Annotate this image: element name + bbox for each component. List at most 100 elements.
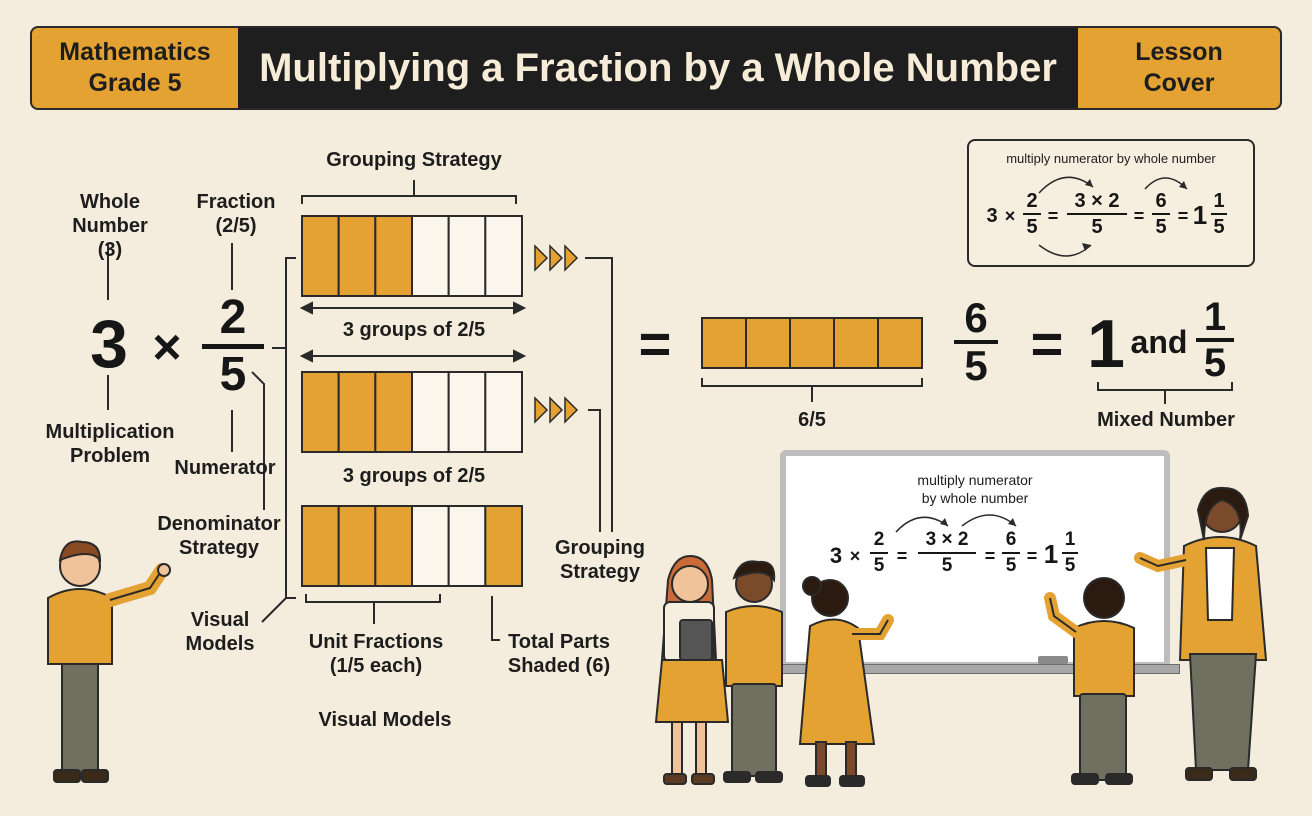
numerator-label: Numerator: [174, 457, 276, 479]
formula-times: ×: [1004, 206, 1016, 226]
whole-number-label-line-1: Whole: [80, 191, 140, 213]
mixed-fraction: 1 5: [1192, 296, 1238, 384]
result-cell-5: [877, 317, 923, 369]
whiteboard-caption: multiply numerator by whole number: [786, 472, 1164, 507]
lesson-cover-label: Lesson Cover: [1078, 28, 1280, 108]
formula-f2-den: 5: [1091, 216, 1103, 238]
visual-models-line-2: Models: [185, 633, 255, 655]
result-cell-3: [789, 317, 835, 369]
result-bar-label: 6/5: [798, 409, 826, 431]
wb-eq-1: =: [896, 546, 908, 566]
unit-fractions-line-1: Unit Fractions: [308, 631, 444, 653]
groups-label-1: 3 groups of 2/5: [342, 319, 486, 341]
formula-mixed-num: 1: [1213, 190, 1225, 212]
formula-whole: 3: [986, 205, 998, 227]
bar-3-cell-3: [374, 505, 414, 587]
bar-1-cell-3: [374, 215, 414, 297]
wb-eq-3: =: [1026, 546, 1038, 566]
visual-models-line-1: Visual: [190, 609, 250, 631]
whiteboard-eraser: [1038, 656, 1068, 664]
mixed-numerator: 1: [1203, 295, 1227, 339]
bar-2-cell-6: [484, 371, 523, 453]
result-cell-4: [833, 317, 879, 369]
wb-f3-bar: [1002, 552, 1020, 554]
wb-mixed-num: 1: [1064, 529, 1076, 550]
bar-3-cell-5: [447, 505, 487, 587]
visual-models-label: Visual Models: [170, 608, 270, 656]
bar-1-cell-6: [484, 215, 523, 297]
grouping-bars: [301, 215, 523, 587]
formula-fraction-3: 6 5: [1149, 189, 1173, 239]
wb-f1-num: 2: [873, 529, 885, 550]
result-denominator: 5: [964, 342, 988, 389]
wb-f3-num: 6: [1005, 529, 1017, 550]
result-fraction-bar: [954, 340, 998, 344]
mixed-whole: 1: [1087, 306, 1125, 382]
formula-mixed-bar: [1211, 213, 1227, 215]
mixed-fraction-bar: [1196, 338, 1234, 342]
formula-arrows: [1038, 176, 1188, 257]
bar-2-cell-1: [301, 371, 340, 453]
whole-number: 3: [90, 306, 128, 382]
formula-mixed-whole: 1: [1192, 200, 1208, 230]
boy-curly-figure: [723, 560, 783, 783]
times-symbol: ×: [152, 319, 182, 375]
subject-line-1: Mathematics: [59, 37, 211, 66]
wb-whole: 3: [829, 543, 843, 568]
formula-f1-den: 5: [1026, 216, 1038, 238]
bar-3-cell-6: [484, 505, 523, 587]
formula-fraction-1: 2 5: [1021, 189, 1043, 239]
formula-f3-den: 5: [1155, 216, 1167, 238]
bar-2-cell-2: [337, 371, 377, 453]
fraction-2-5: 2 5: [200, 292, 266, 401]
title-banner: Mathematics Grade 5 Multiplying a Fracti…: [30, 26, 1282, 110]
formula-eq-2: =: [1133, 206, 1145, 226]
boy-left-figure: [47, 540, 171, 783]
wb-mixed-bar: [1062, 552, 1078, 554]
formula-f1-bar: [1023, 213, 1041, 215]
grouping-side-line-1: Grouping: [555, 537, 645, 559]
bar-1-cell-4: [411, 215, 450, 297]
denominator-label-line-1: Denominator: [157, 513, 281, 535]
formula-mixed-den: 5: [1213, 216, 1225, 238]
result-cell-1: [701, 317, 747, 369]
mixed-number-label: Mixed Number: [1097, 409, 1235, 431]
equals-sign-2: =: [1030, 312, 1064, 375]
formula-eq-3: =: [1177, 206, 1189, 226]
bar-2-cell-5: [447, 371, 487, 453]
grouping-side-line-2: Strategy: [559, 561, 641, 583]
result-bar: [701, 317, 923, 369]
formula-fraction-2: 3 × 2 5: [1063, 189, 1131, 239]
mixed-denominator: 5: [1203, 341, 1227, 385]
boy-board-figure: [1044, 577, 1135, 785]
bar-2-cell-3: [374, 371, 414, 453]
bar-3-cell-4: [411, 505, 450, 587]
result-cell-2: [745, 317, 791, 369]
result-numerator: 6: [964, 294, 988, 341]
denominator-label: Denominator Strategy: [146, 512, 292, 560]
total-parts-line-1: Total Parts: [508, 631, 610, 653]
wb-mixed-whole: 1: [1043, 539, 1059, 569]
multiplication-label-line-1: Multiplication: [45, 421, 175, 443]
denominator: 5: [219, 348, 247, 401]
subject-line-2: Grade 5: [88, 69, 182, 97]
wb-fraction-3: 6 5: [1000, 528, 1022, 578]
and-word: and: [1130, 324, 1188, 360]
formula-f1-num: 2: [1026, 190, 1038, 212]
formula-caption: multiply numerator by whole number: [1006, 151, 1216, 166]
wb-times: ×: [849, 546, 861, 566]
wb-f2-bar: [918, 552, 976, 554]
formula-f3-bar: [1152, 213, 1170, 215]
girl-pointing-figure: [798, 576, 894, 787]
equals-sign: =: [638, 312, 672, 375]
unit-fractions-line-2: (1/5 each): [329, 655, 423, 677]
whiteboard-caption-line-2: by whole number: [921, 489, 1029, 506]
fraction-label-line-2: (2/5): [215, 215, 257, 237]
grouping-strategy-top-label: Grouping Strategy: [326, 149, 502, 171]
wb-f2-num: 3 × 2: [925, 529, 969, 550]
wb-f2-den: 5: [941, 555, 953, 576]
whole-number-label: Whole Number (3): [60, 190, 160, 262]
bar-2-cell-4: [411, 371, 450, 453]
